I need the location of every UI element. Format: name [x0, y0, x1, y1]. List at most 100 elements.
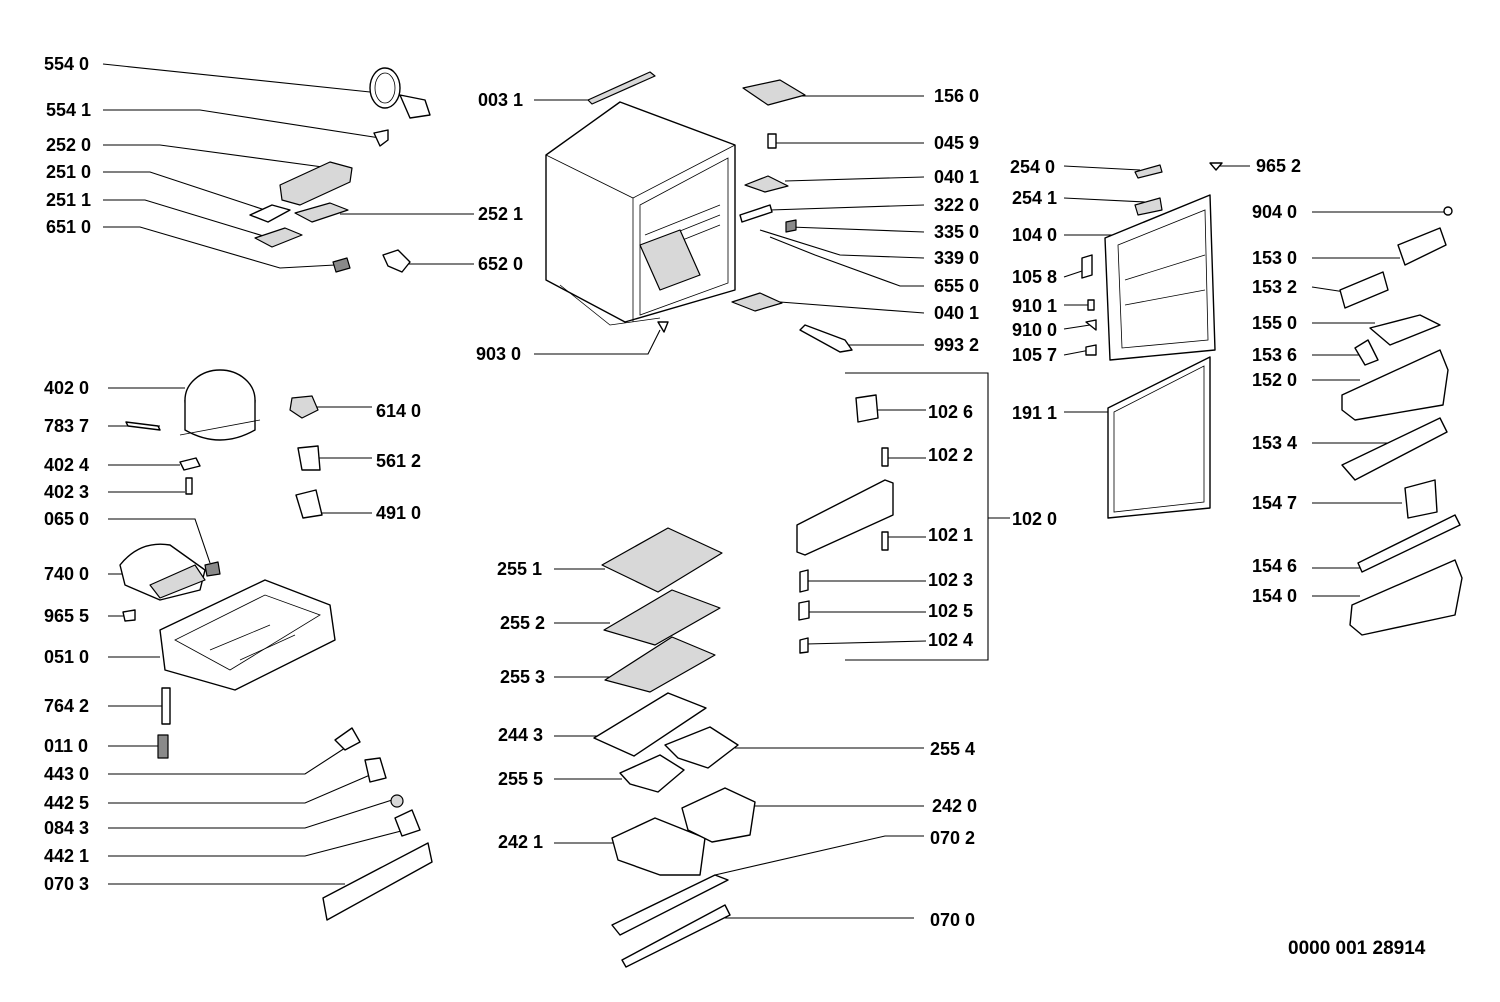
label-4430: 443 0 — [44, 764, 89, 784]
label-4421: 442 1 — [44, 846, 89, 866]
label-2551: 255 1 — [497, 559, 542, 579]
compressor-part — [179, 369, 261, 441]
cap-part — [1085, 344, 1097, 356]
label-1532: 153 2 — [1252, 277, 1297, 297]
bottom-strip-part — [611, 874, 729, 936]
door-shelf-lower-part — [1349, 559, 1463, 636]
label-9030: 903 0 — [476, 344, 521, 364]
label-0702: 070 2 — [930, 828, 975, 848]
label-1536: 153 6 — [1252, 345, 1297, 365]
label-6550: 655 0 — [934, 276, 979, 296]
lamp-holder-part — [855, 394, 879, 423]
divider-part — [1354, 339, 1379, 366]
handle-part — [1134, 197, 1163, 216]
grommet-part — [179, 457, 201, 471]
label-1025: 102 5 — [928, 601, 973, 621]
label-3220: 322 0 — [934, 195, 979, 215]
label-0031: 003 1 — [478, 90, 523, 110]
bracket-part — [739, 204, 773, 223]
retainer-bar-part — [1357, 514, 1461, 573]
crisper-drawer-2-part — [681, 787, 756, 843]
foot-part — [657, 321, 669, 333]
label-6520: 652 0 — [478, 254, 523, 274]
thermostat-part — [289, 395, 319, 419]
label-2520: 252 0 — [46, 135, 91, 155]
label-2552: 255 2 — [500, 613, 545, 633]
door-gasket-part — [1107, 356, 1211, 519]
cover-small-part — [295, 489, 323, 519]
label-0843: 084 3 — [44, 818, 89, 838]
thermostat-housing-part — [279, 161, 353, 206]
handle-cap-part — [1134, 164, 1163, 179]
label-1026: 102 6 — [928, 402, 973, 422]
label-2421: 242 1 — [498, 832, 543, 852]
bracket-small-part — [394, 809, 421, 837]
label-0401-a: 040 1 — [934, 167, 979, 187]
label-1560: 156 0 — [934, 86, 979, 106]
egg-tray-part — [1369, 314, 1441, 346]
cable-holder-part — [334, 727, 361, 751]
label-9101: 910 1 — [1012, 296, 1057, 316]
label-5541: 554 1 — [46, 100, 91, 120]
label-4024: 402 4 — [44, 455, 89, 475]
label-1021: 102 1 — [928, 525, 973, 545]
clip-part — [373, 129, 389, 147]
door-shelf-upper-part — [1341, 349, 1449, 421]
control-panel-part — [294, 202, 349, 223]
egg-tray-cover-part — [1397, 227, 1447, 266]
clip-small-part — [799, 637, 809, 654]
plug-part — [122, 609, 136, 622]
nut-part — [390, 794, 404, 808]
label-0703: 070 3 — [44, 874, 89, 894]
clamp-part — [185, 477, 193, 495]
cable-clip-part — [364, 757, 387, 783]
glass-shelf-3-part — [604, 636, 716, 693]
label-7642: 764 2 — [44, 696, 89, 716]
hinge-insert-part — [881, 447, 889, 467]
spring-part — [1087, 299, 1095, 311]
label-2554: 255 4 — [930, 739, 975, 759]
label-2443: 244 3 — [498, 725, 543, 745]
hinge-pin-part — [1081, 254, 1093, 279]
label-9932: 993 2 — [934, 335, 979, 355]
label-0650: 065 0 — [44, 509, 89, 529]
lamp-bulb-part — [332, 257, 351, 273]
label-1546: 154 6 — [1252, 556, 1297, 576]
part-labels: 554 0 554 1 252 0 251 0 251 1 651 0 252 … — [44, 54, 1301, 930]
label-6140: 614 0 — [376, 401, 421, 421]
butter-cover-part — [1339, 271, 1389, 309]
reference-number: 0000 001 28914 — [1288, 938, 1426, 959]
crisper-drawer-part — [611, 817, 706, 876]
label-4425: 442 5 — [44, 793, 89, 813]
label-1040: 104 0 — [1012, 225, 1057, 245]
drain-part — [799, 324, 853, 353]
label-2541: 254 1 — [1012, 188, 1057, 208]
label-1020: 102 0 — [1012, 509, 1057, 529]
label-5540: 554 0 — [44, 54, 89, 74]
bottle-retainer-part — [1341, 417, 1448, 481]
label-1550: 155 0 — [1252, 313, 1297, 333]
cabinet-body-part — [545, 101, 736, 326]
label-0459: 045 9 — [934, 133, 979, 153]
latch-part — [799, 569, 809, 593]
connector-part — [297, 445, 321, 471]
label-4023: 402 3 — [44, 482, 89, 502]
label-0110: 011 0 — [44, 736, 88, 756]
label-3390: 339 0 — [934, 248, 979, 268]
label-2540: 254 0 — [1010, 157, 1055, 177]
label-9655: 965 5 — [44, 606, 89, 626]
label-1530: 153 0 — [1252, 248, 1297, 268]
label-3350: 335 0 — [934, 222, 979, 242]
glass-shelf-1-part — [601, 527, 723, 593]
label-2511: 251 1 — [46, 190, 91, 210]
pin-part — [767, 133, 777, 149]
label-1057: 105 7 — [1012, 345, 1057, 365]
capillary-part — [161, 687, 171, 725]
tray-small-2-part — [664, 726, 739, 769]
label-0700: 070 0 — [930, 910, 975, 930]
label-1023: 102 3 — [928, 570, 973, 590]
lamp-cover-part — [249, 204, 291, 223]
label-5612: 561 2 — [376, 451, 421, 471]
label-4020: 402 0 — [44, 378, 89, 398]
